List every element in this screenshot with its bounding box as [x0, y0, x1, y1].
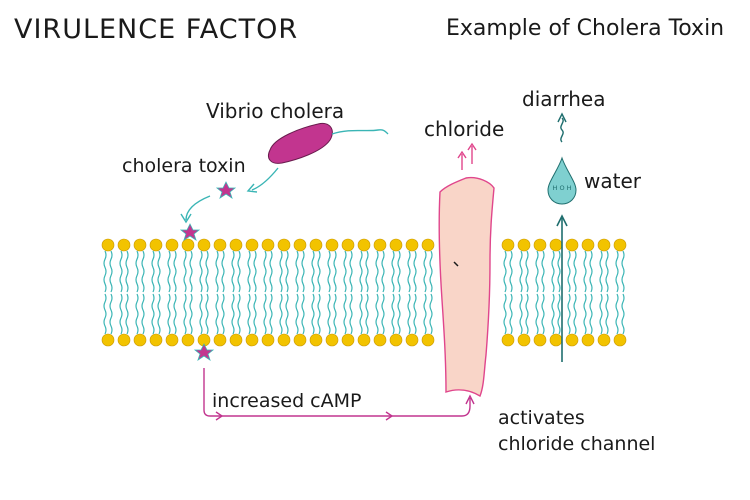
lipid-molecule [389, 238, 403, 293]
lipid-molecule [181, 238, 195, 293]
title-virulence-factor: VIRULENCE FACTOR [14, 14, 299, 45]
lipid-molecule [341, 238, 355, 293]
arrowhead [557, 112, 567, 123]
lipid-bilayer-membrane [101, 238, 627, 347]
lipid-molecule [165, 293, 179, 347]
label-activates: activates [498, 407, 585, 429]
lipid-molecule [165, 238, 179, 293]
channel-mark [453, 261, 459, 267]
lipid-molecule [261, 293, 275, 347]
label-diarrhea: diarrhea [522, 87, 606, 111]
lipid-molecule [325, 238, 339, 293]
lipid-molecule [181, 293, 195, 347]
lipid-molecule [581, 293, 595, 347]
lipid-molecule [613, 238, 627, 293]
lipid-molecule [517, 293, 531, 347]
diarrhea-squiggle [560, 117, 564, 143]
label-increased-camp: increased cAMP [212, 390, 361, 412]
label-chloride-channel: chloride channel [498, 433, 655, 455]
arrowhead [246, 183, 258, 193]
label-vibrio-cholera: Vibrio cholera [206, 99, 344, 123]
lipid-molecule [533, 293, 547, 347]
label-cholera-toxin: cholera toxin [122, 155, 246, 177]
lipid-molecule [245, 238, 259, 293]
lipid-molecule [213, 238, 227, 293]
lipid-molecule [293, 238, 307, 293]
lipid-molecule [597, 293, 611, 347]
lipid-molecule [501, 238, 515, 293]
chloride-exit-arrows [457, 142, 477, 170]
arrowhead [180, 213, 192, 224]
lipid-molecule [117, 238, 131, 293]
lipid-molecule [405, 238, 419, 293]
lipid-molecule [117, 293, 131, 347]
lipid-molecule [581, 238, 595, 293]
camp-pathway-arrow [203, 368, 475, 421]
lipid-molecule [613, 293, 627, 347]
lipid-molecule [149, 293, 163, 347]
water-transport-arrow [556, 214, 568, 362]
label-chloride: chloride [424, 117, 504, 141]
lipid-molecule [517, 238, 531, 293]
lipid-molecule [277, 293, 291, 347]
lipid-molecule [277, 238, 291, 293]
lipid-molecule [197, 293, 211, 347]
lipid-molecule [389, 293, 403, 347]
toxin-molecule-star [193, 343, 215, 361]
toxin-molecule-star [179, 223, 201, 241]
toxin-to-membrane-arrow [185, 195, 211, 221]
lipid-molecule [373, 293, 387, 347]
lipid-molecule [309, 293, 323, 347]
chloride-channel-protein [438, 176, 495, 398]
lipid-molecule [565, 238, 579, 293]
water-molecule-atoms: H O H [552, 184, 571, 192]
lipid-molecule [597, 238, 611, 293]
lipid-molecule [245, 293, 259, 347]
toxin-molecule-star [215, 181, 237, 199]
lipid-molecule [357, 293, 371, 347]
lipid-molecule [197, 238, 211, 293]
lipid-molecule [565, 293, 579, 347]
lipid-molecule [101, 238, 115, 293]
lipid-molecule [357, 238, 371, 293]
lipid-molecule [229, 238, 243, 293]
lipid-molecule [421, 293, 435, 347]
vibrio-bacterium-shape [268, 122, 333, 164]
lipid-molecule [405, 293, 419, 347]
lipid-molecule [501, 293, 515, 347]
water-drop [547, 156, 577, 205]
lipid-molecule [213, 293, 227, 347]
toxin-release-arrow [251, 167, 279, 191]
lipid-molecule [293, 293, 307, 347]
lipid-molecule [229, 293, 243, 347]
lipid-molecule [261, 238, 275, 293]
lipid-molecule [133, 238, 147, 293]
lipid-molecule [373, 238, 387, 293]
bacterium-flagellum [331, 129, 389, 135]
lipid-molecule [421, 238, 435, 293]
lipid-molecule [101, 293, 115, 347]
title-example-cholera-toxin: Example of Cholera Toxin [446, 16, 725, 41]
lipid-molecule [533, 238, 547, 293]
lipid-molecule [549, 238, 563, 293]
lipid-molecule [549, 293, 563, 347]
lipid-molecule [133, 293, 147, 347]
label-water: water [584, 169, 642, 193]
lipid-molecule [341, 293, 355, 347]
lipid-molecule [325, 293, 339, 347]
lipid-molecule [149, 238, 163, 293]
lipid-molecule [309, 238, 323, 293]
